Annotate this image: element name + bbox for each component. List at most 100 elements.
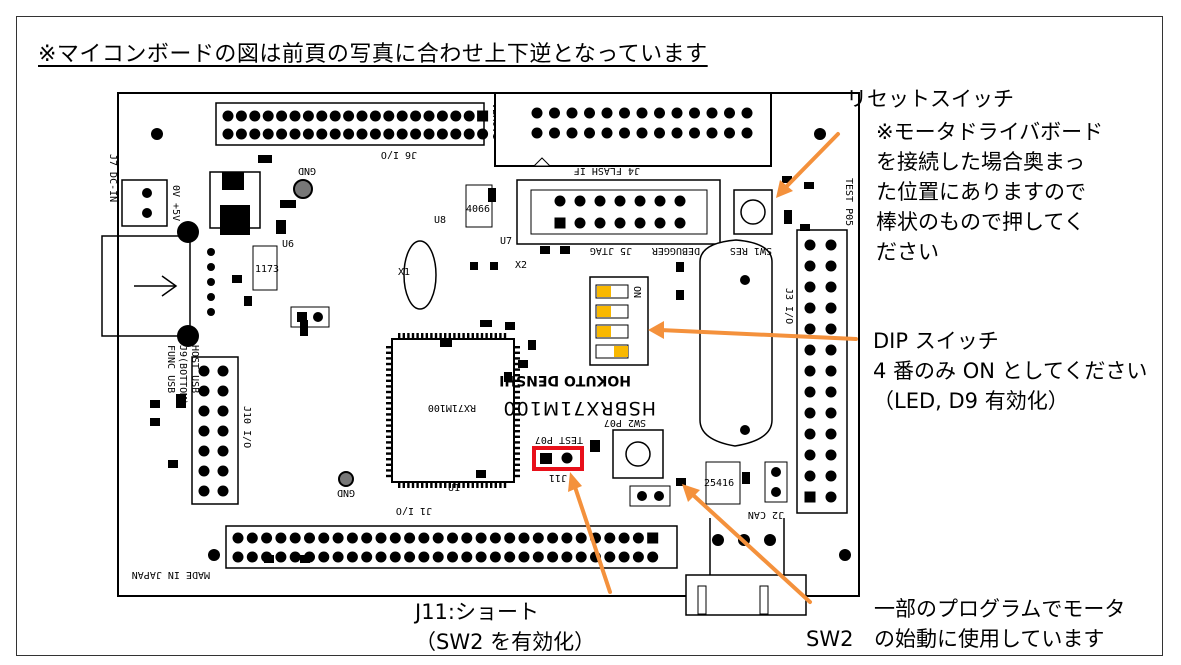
j5-jtag — [516, 179, 721, 245]
header-pin — [804, 323, 816, 335]
mcu-pin — [386, 379, 392, 382]
header-pin — [604, 532, 616, 544]
mcu-pin — [485, 333, 488, 339]
mcu-pin — [453, 333, 456, 339]
header-pin — [375, 551, 387, 563]
smd-part — [782, 176, 792, 183]
header-pin — [232, 551, 244, 563]
header-pin — [825, 449, 837, 461]
header-pin — [235, 110, 247, 122]
mcu-pin — [453, 482, 456, 488]
header-pin — [198, 445, 210, 457]
header-pin — [504, 532, 516, 544]
header-pin — [654, 195, 666, 207]
smd-part — [505, 322, 515, 330]
mcu-pin — [503, 482, 507, 488]
header-pin — [217, 465, 229, 477]
crystal-x1 — [403, 240, 437, 310]
mcu-pin — [514, 452, 520, 455]
header-pin — [423, 110, 435, 122]
mcu-pin — [386, 413, 392, 416]
header-pin — [207, 293, 215, 301]
header-pin — [463, 128, 475, 140]
dip-on-label: ON — [631, 286, 642, 298]
smd-part — [804, 182, 814, 189]
header-pin — [825, 323, 837, 335]
mcu-pin — [494, 482, 497, 488]
header-pin — [418, 551, 430, 563]
mcu-pin — [462, 333, 465, 339]
header-pin — [741, 107, 753, 119]
j5-pins — [554, 195, 686, 229]
header-pin — [477, 110, 489, 122]
mcu-pin — [386, 452, 392, 455]
header-pin — [436, 128, 448, 140]
header-pin — [532, 532, 544, 544]
header-pin — [375, 532, 387, 544]
figure-heading: ※マイコンボードの図は前頁の写真に合わせ上下逆となっています — [38, 42, 708, 67]
u7-chip — [465, 184, 493, 228]
dip-knob — [597, 286, 611, 297]
header-pin — [547, 532, 559, 544]
callout-arrows — [572, 132, 858, 604]
header-pin — [275, 532, 287, 544]
header-pin — [289, 551, 301, 563]
header-pin — [450, 110, 462, 122]
sw2-callout-note: 一部のプログラムでモータ の始動に使用しています — [874, 594, 1125, 654]
header-pin — [619, 107, 630, 119]
header-pin — [361, 551, 373, 563]
header-pin — [604, 551, 616, 563]
header-pin — [489, 551, 501, 563]
mcu-pin — [386, 446, 392, 450]
smd-part — [488, 188, 496, 202]
j3-pins — [804, 239, 837, 503]
header-pin — [575, 532, 587, 544]
sw2-note-line: の始動に使用しています — [874, 627, 1105, 651]
header-pin — [634, 217, 646, 229]
header-pin — [634, 195, 646, 207]
header-pin — [217, 445, 229, 457]
header-pin — [825, 491, 837, 503]
header-pin — [804, 344, 816, 356]
mcu-pin — [514, 469, 520, 472]
header-pin — [804, 407, 816, 419]
mcu-pin — [398, 333, 401, 339]
header-pin — [369, 128, 381, 140]
header-pin — [825, 281, 837, 293]
mcu-pin — [444, 333, 447, 339]
header-pin — [804, 449, 816, 461]
mcu-pin — [514, 390, 520, 394]
smd-part — [560, 246, 570, 254]
mcu-pin — [411, 333, 415, 339]
header-pin — [654, 217, 666, 229]
header-pin — [275, 551, 287, 563]
smd-part — [784, 210, 792, 224]
smd-part — [518, 360, 528, 368]
header-pin — [217, 485, 229, 497]
mcu-pin — [430, 482, 433, 488]
func-usb-label: FUNC USB — [165, 345, 176, 393]
mcu-pin — [471, 482, 474, 488]
header-pin — [706, 127, 718, 139]
mcu-pin — [514, 446, 520, 450]
mcu-pin — [439, 482, 442, 488]
header-pin — [566, 107, 578, 119]
smd-part — [480, 320, 492, 327]
reset-note-line: た位置にありますので — [876, 180, 1086, 204]
mcu-pin — [476, 333, 479, 339]
mcu-pin — [386, 351, 392, 354]
figure-frame — [16, 16, 1163, 656]
header-pin — [198, 385, 210, 397]
j5-inner — [530, 189, 708, 235]
header-pin — [246, 532, 258, 544]
header-pin — [804, 428, 816, 440]
smd-part — [264, 555, 274, 563]
header-pin — [804, 302, 816, 314]
header-pin — [594, 217, 606, 229]
header-pin — [825, 365, 837, 377]
header-pin — [547, 551, 559, 563]
header-pin — [246, 551, 258, 563]
u6-label: U6 — [282, 239, 294, 250]
n1173-label: 1173 — [255, 264, 279, 275]
host-usb-label: HOST USB — [189, 345, 200, 393]
